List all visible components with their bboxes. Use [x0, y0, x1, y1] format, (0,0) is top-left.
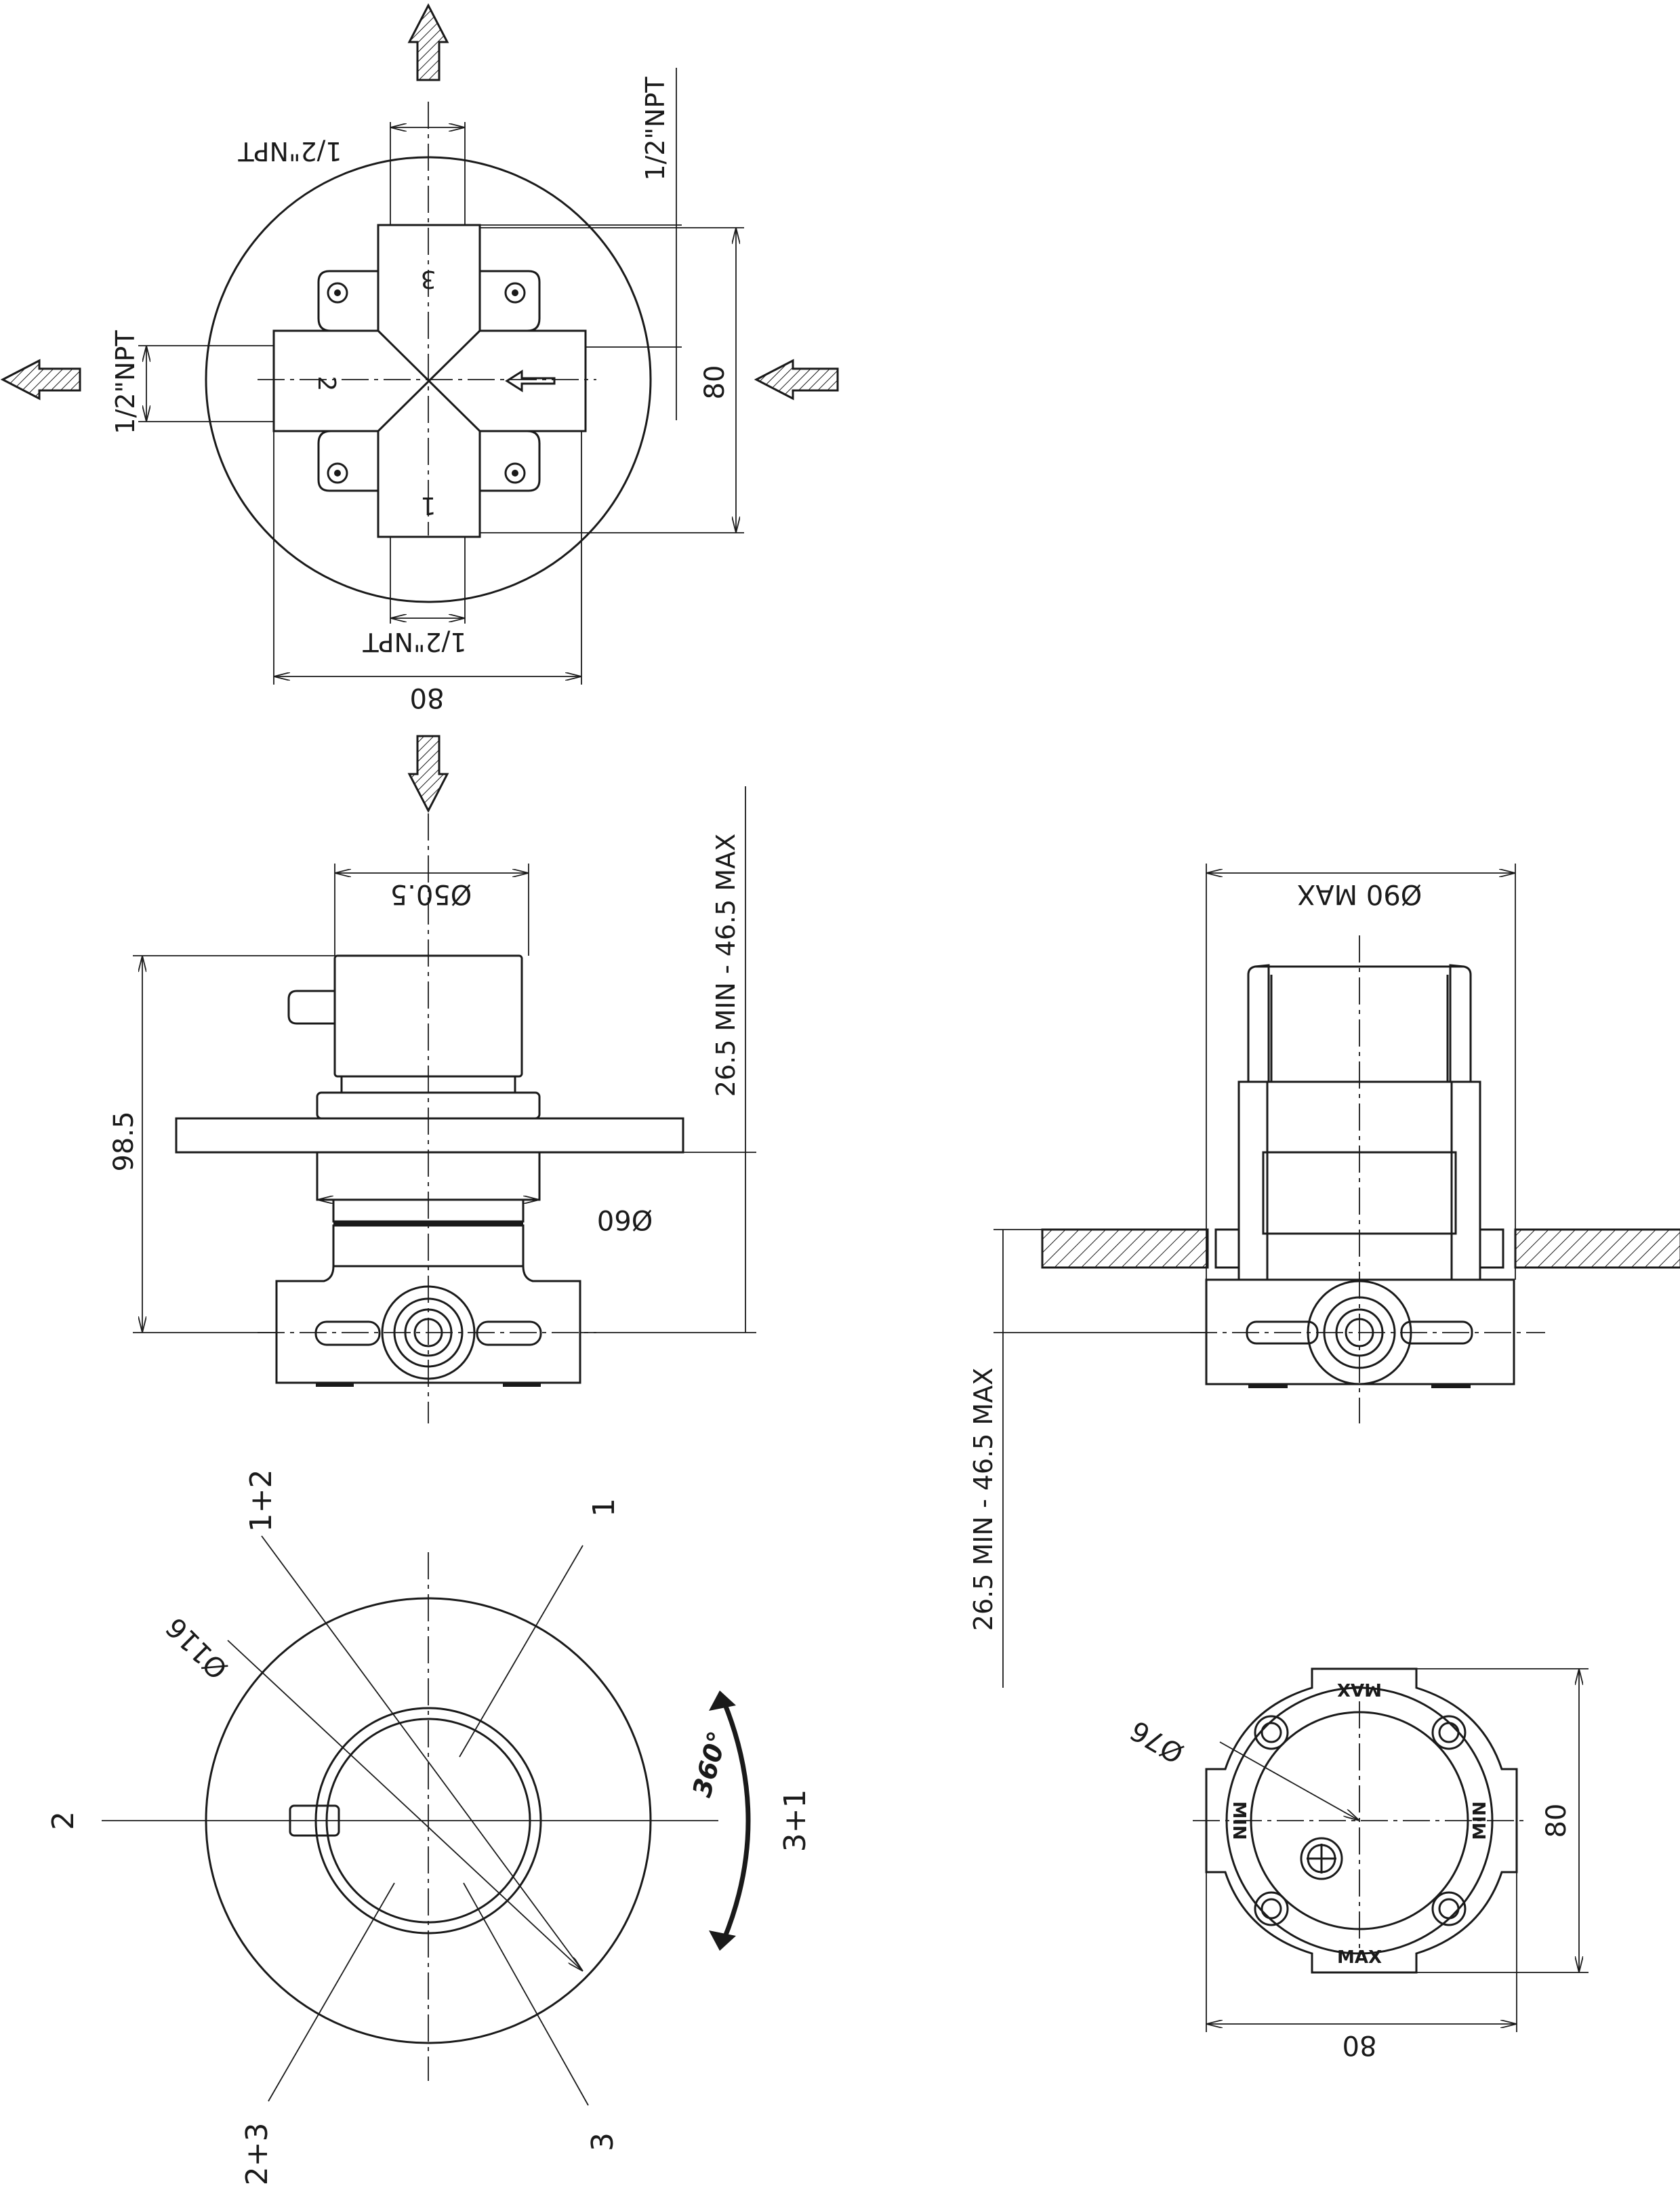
max-mark-top: MAX [1337, 1679, 1382, 1699]
port-3-label: 3 [421, 265, 436, 293]
rotation-label: 360° [687, 1728, 733, 1800]
width-80-label: 80 [410, 682, 445, 713]
body-front-view: MAX MAX MIN MIN Ø76 80 80 [1125, 1667, 1589, 2061]
side-depth-label: 26.5 MIN - 46.5 MAX [711, 834, 741, 1097]
flow-arrow-up-icon [407, 3, 449, 81]
flange-diameter-label: Ø60 [597, 1204, 653, 1235]
right-npt-label: 1/2"NPT [640, 77, 670, 181]
top-view: 3 2 1 1/2"NPT 1/2"NPT 80 1/2"NPT 1/2"NPT… [0, 3, 839, 813]
height-80-label: 80 [699, 365, 731, 400]
max-mark-bottom: MAX [1337, 1947, 1382, 1968]
section-depth-label: 26.5 MIN - 46.5 MAX [968, 1368, 998, 1631]
knob-diameter-label: Ø50.5 [390, 878, 472, 910]
position-1-2-label: 1+2 [244, 1470, 279, 1533]
position-1-label: 1 [587, 1498, 621, 1517]
body-width-label: 80 [1343, 2029, 1377, 2061]
body-diameter-label: Ø76 [1125, 1714, 1189, 1769]
front-diameter-label: Ø116 [160, 1611, 234, 1685]
flow-arrow-right-icon [754, 359, 839, 401]
position-2-label: 2 [46, 1811, 81, 1830]
side-view: Ø50.5 26.5 MIN - 46.5 MAX 98.5 Ø60 [108, 786, 756, 1423]
bottom-npt-label: 1/2"NPT [363, 627, 467, 657]
min-mark-right: MIN [1470, 1801, 1490, 1840]
port-1-label: 1 [421, 491, 436, 519]
section-view: Ø90 MAX 26.5 MIN - 46.5 MAX [968, 864, 1680, 1688]
position-2-3-label: 2+3 [240, 2123, 274, 2186]
port-2-label: 2 [312, 376, 340, 392]
top-npt-label: 1/2"NPT [238, 136, 342, 166]
max-diameter-label: Ø90 MAX [1297, 878, 1422, 910]
front-view: 360° 1+2 1 Ø116 2 3+1 2+3 3 [46, 1470, 813, 2186]
position-3-1-label: 3+1 [778, 1789, 813, 1852]
min-mark-left: MIN [1229, 1801, 1249, 1840]
flow-arrow-left-icon [0, 359, 81, 401]
left-npt-label: 1/2"NPT [110, 330, 140, 434]
brand-logo-icon [1300, 1837, 1343, 1880]
flow-arrow-down-icon [407, 735, 449, 813]
body-height-label: 80 [1541, 1804, 1572, 1838]
position-3-label: 3 [586, 2132, 620, 2151]
total-length-label: 98.5 [108, 1111, 140, 1171]
